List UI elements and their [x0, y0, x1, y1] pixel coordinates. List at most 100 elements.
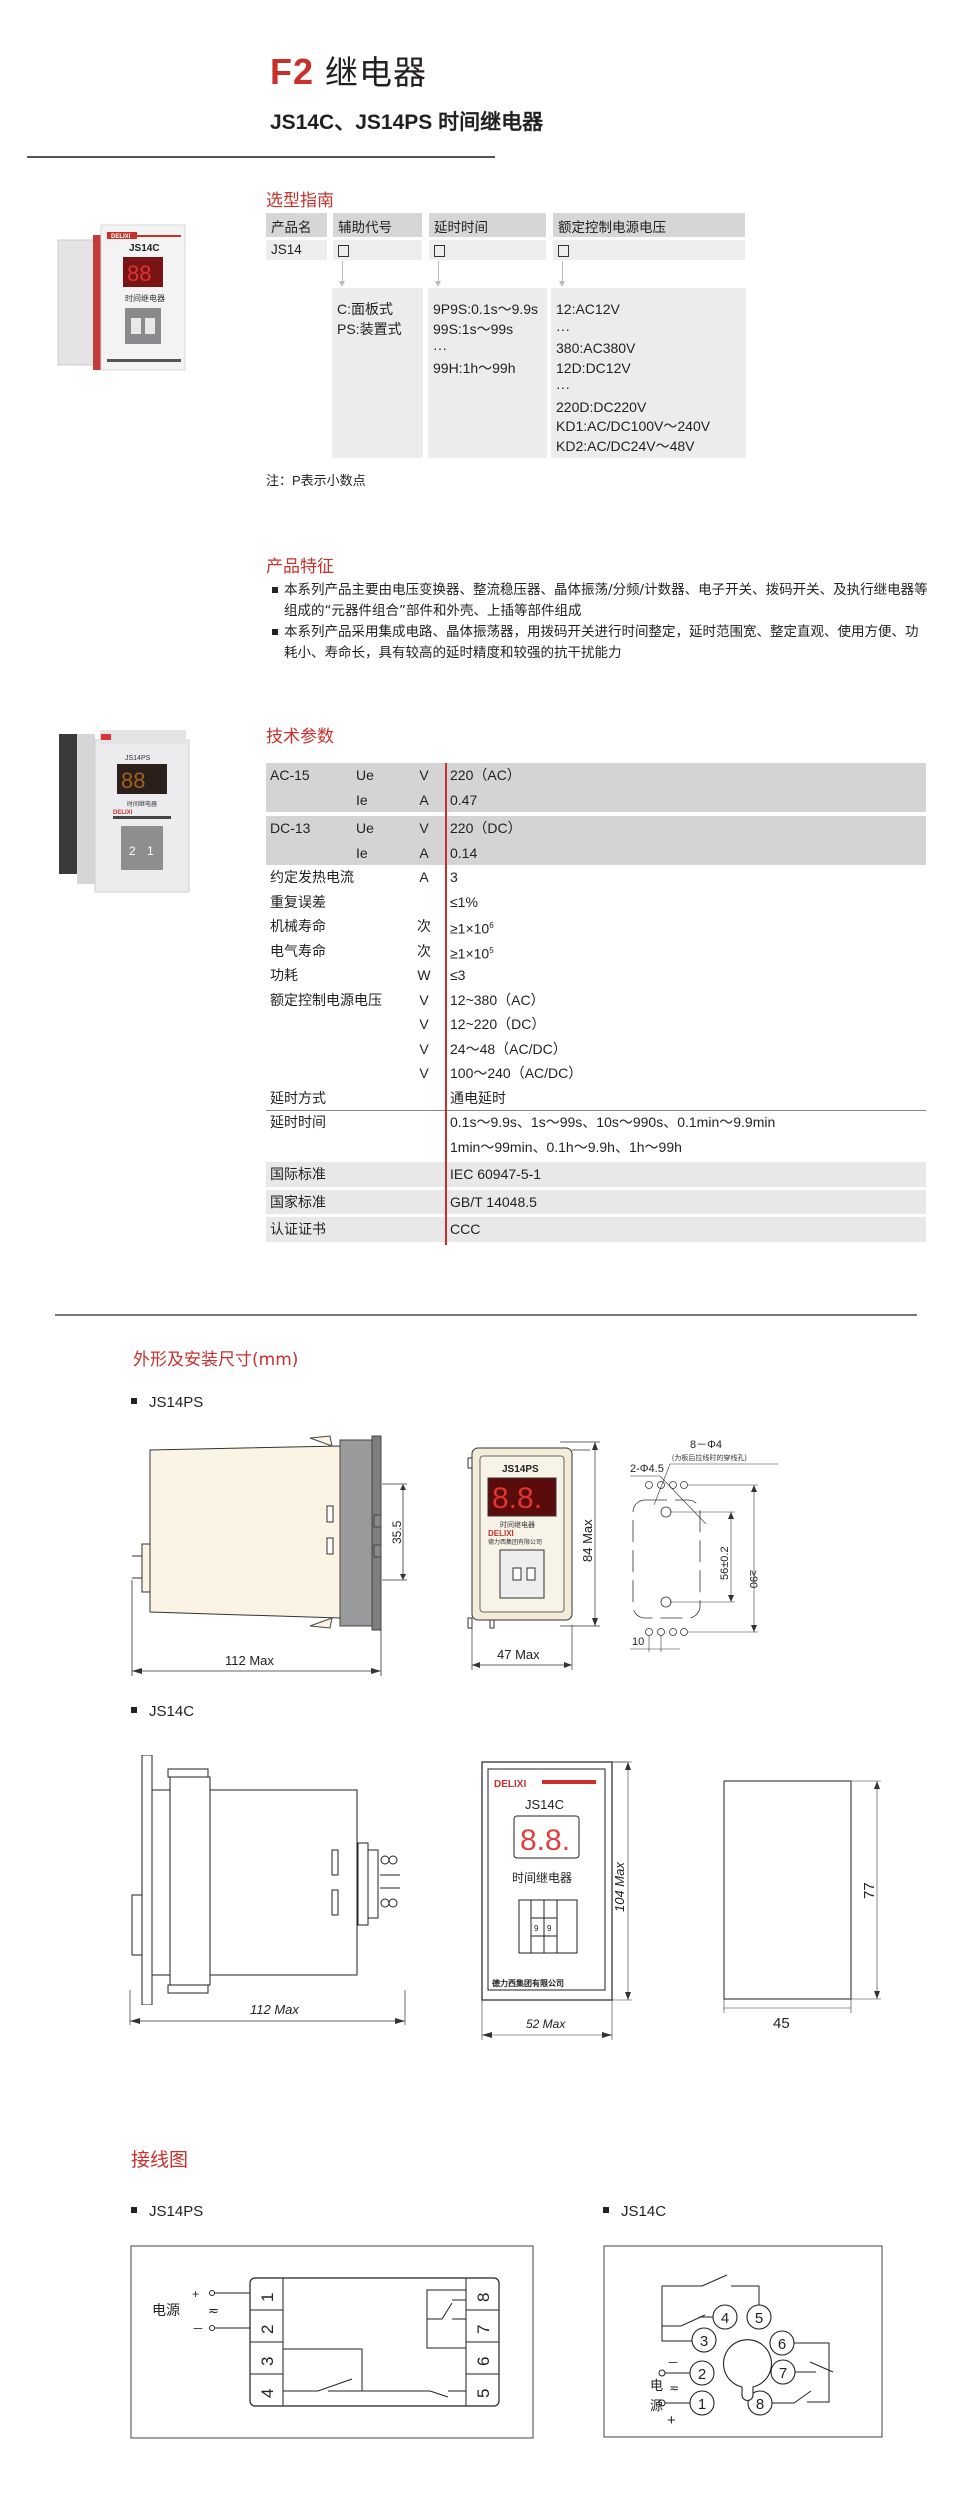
minus-sign: －: [667, 2356, 679, 2370]
js14c-wiring-diagram: 4 5 3 6 2 7 1 8 电 源 － ≂ +: [603, 2245, 883, 2438]
sg-voltage-slot: [553, 240, 745, 260]
wire-hole-note: (为板后拉线时的穿线孔): [672, 1453, 747, 1462]
sg-option: 380:AC380V: [556, 340, 636, 356]
param-value: GB/T 14048.5: [450, 1193, 537, 1210]
front-model: JS14C: [525, 1797, 564, 1812]
side-length-label: 112 Max: [250, 2002, 299, 2017]
param-name: 延时时间: [270, 1114, 326, 1130]
param-name: 额定控制电源电压: [270, 991, 382, 1008]
wiring-js14ps-label: JS14PS: [131, 2203, 203, 2220]
code-slot-box: [558, 245, 569, 257]
category-title: F2 继电器: [270, 46, 427, 94]
sg-option: 12:AC12V: [556, 301, 620, 317]
pin-1: 1: [698, 2396, 706, 2413]
param-value: ≥1×10: [450, 945, 490, 962]
front-company: 德力西集团有限公司: [488, 1538, 542, 1546]
param-value: 3: [450, 869, 458, 885]
ac-dc-symbol: ≂: [208, 2303, 219, 2318]
sg-option: PS:装置式: [337, 320, 402, 337]
features-title: 产品特征: [266, 557, 334, 577]
param-name: 电气寿命: [270, 942, 326, 959]
param-value: ≤1%: [450, 893, 478, 910]
param-name: 机械寿命: [270, 918, 326, 934]
model-text: JS14PS: [125, 755, 151, 762]
param-value: CCC: [450, 1221, 481, 1237]
features-list: 本系列产品主要由电压变换器、整流稳压器、晶体振荡/分频/计数器、电子开关、拨码开…: [270, 580, 930, 664]
param-value: 12~380（AC）: [450, 991, 545, 1008]
param-unit: V: [419, 1016, 429, 1032]
code-slot-box: [434, 245, 445, 257]
selection-guide-title: 选型指南: [266, 191, 334, 211]
sg-option: 99S:1s～99s: [433, 320, 514, 337]
row-divider: [266, 1110, 926, 1111]
front-model: JS14PS: [502, 1464, 539, 1475]
terminal-4: 4: [258, 2389, 277, 2398]
js14ps-height-dim: 84 Max: [560, 1441, 600, 1627]
display-digits: 88: [121, 768, 145, 793]
terminal-2: 2: [258, 2325, 277, 2334]
terminal-3: 3: [258, 2357, 277, 2366]
sg-delay-slot: [429, 240, 546, 260]
pitch-label: 10: [632, 1636, 644, 1648]
param-unit: V: [419, 820, 429, 836]
cutout-height-label: 77: [861, 1882, 878, 1899]
param-unit: W: [417, 967, 431, 983]
front-brand: DELIXI: [494, 1779, 526, 1790]
js14ps-front-view: JS14PS 8.8. 时间继电器 DELIXI 德力西集团有限公司 47 Ma…: [467, 1447, 590, 1670]
minus-sign: －: [192, 2322, 204, 2336]
param-value-wrap: ≥1×105: [450, 939, 494, 966]
sg-aux-options: C:面板式 PS:装置式: [332, 288, 423, 458]
front-label: 时间继电器: [512, 1871, 572, 1885]
param-value: 220（DC）: [450, 820, 522, 836]
model-text: JS14C: [129, 243, 160, 254]
js14ps-mounting-cutout: 8－Φ4 (为板后拉线时的穿线孔) 2-Φ4.5 56±0.2 ≥90 10: [630, 1439, 778, 1652]
pin-4: 4: [721, 2310, 729, 2327]
sg-header-product: 产品名称: [266, 213, 327, 256]
product-image-js14c: DELIXI JS14C 88 时间继电器: [55, 215, 195, 375]
sg-aux-slot: [333, 240, 422, 260]
code-slot-box: [338, 245, 349, 257]
dial-digit: 2: [129, 844, 136, 858]
param-name: 重复误差: [270, 893, 326, 910]
product-title: JS14C、JS14PS 时间继电器: [270, 111, 544, 134]
param-sub: Ue: [356, 767, 374, 783]
brand-text: DELIXI: [111, 234, 131, 240]
panel-label: 时间继电器: [127, 800, 157, 808]
param-value: 0.14: [450, 844, 478, 861]
tech-param-row: 延时方式通电延时: [266, 1086, 926, 1111]
ac-dc-symbol: ≂: [669, 2381, 679, 2395]
arrow-down-icon: [435, 261, 441, 287]
sg-header-aux: 辅助代号: [333, 213, 422, 237]
front-brand: DELIXI: [488, 1529, 514, 1538]
tech-param-row: 1min～99min、0.1h～9.9h、1h～99h: [266, 1135, 926, 1160]
js14c-panel-cutout: 77: [723, 1780, 881, 2013]
terminal-8: 8: [474, 2293, 493, 2302]
sg-product-name: JS14: [266, 240, 327, 260]
param-unit: V: [419, 767, 429, 783]
sg-option: ···: [433, 340, 447, 356]
brand-text: DELIXI: [113, 810, 133, 816]
small-hole-label: 2-Φ4.5: [630, 1463, 664, 1475]
front-height-label: 104 Max: [612, 1862, 627, 1912]
js14c-front-view: DELIXI JS14C 8.8. 时间继电器 9 9 德力西集团有限公司 52…: [481, 1761, 628, 2040]
cutout-width-label: 45: [773, 2015, 790, 2032]
param-value: 12~220（DC）: [450, 1016, 546, 1032]
param-name: 国际标准: [270, 1166, 326, 1182]
power-label: 电源: [152, 2302, 180, 2318]
wiring-title: 接线图: [131, 2149, 189, 2171]
param-unit: V: [419, 991, 429, 1008]
param-unit: 次: [417, 918, 431, 934]
section-divider: [55, 1314, 917, 1316]
column-divider: [445, 763, 447, 1245]
selection-note: 注：P表示小数点: [266, 473, 366, 488]
js14c-side-dim: 112 Max: [129, 1990, 406, 2025]
sg-header-delay: 延时时间: [429, 213, 546, 237]
param-name: AC-15: [270, 767, 310, 783]
sg-option: KD2:AC/DC24V～48V: [556, 437, 695, 454]
